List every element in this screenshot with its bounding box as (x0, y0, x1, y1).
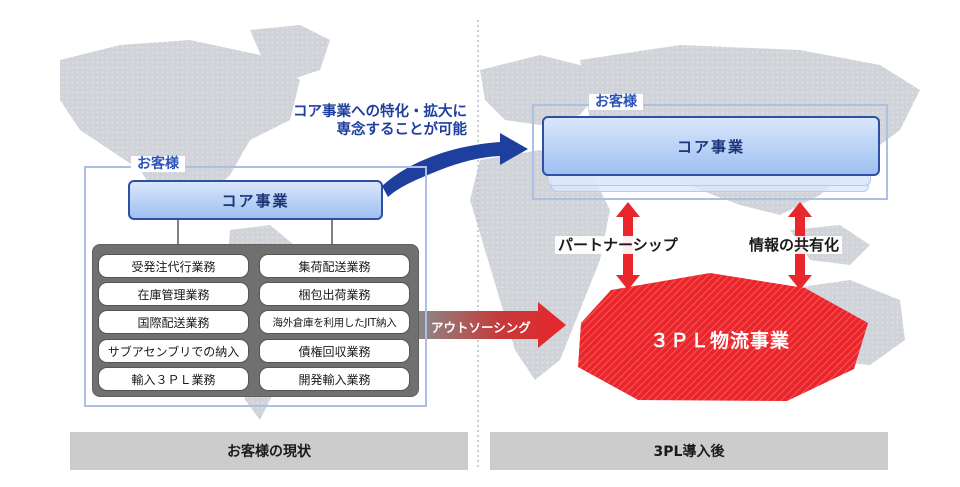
outsourcing-arrow (418, 302, 566, 348)
operation-item: 開発輸入業務 (259, 367, 410, 391)
after-3pl-footer: 3PL導入後 (490, 432, 888, 470)
info-sharing-label: 情報の共有化 (746, 236, 843, 254)
connector-lines (177, 220, 333, 244)
operation-item: 受発注代行業務 (98, 254, 249, 278)
left-customer-label: お客様 (131, 156, 185, 172)
operation-item: 輸入３ＰＬ業務 (98, 367, 249, 391)
operation-item: サブアセンブリでの納入 (98, 339, 249, 363)
operation-item: 在庫管理業務 (98, 282, 249, 306)
operation-item: 海外倉庫を利用したJIT納入 (259, 310, 410, 334)
operation-item: 債権回収業務 (259, 339, 410, 363)
caption-line-2: 専念することが可能 (336, 122, 468, 138)
operation-item: 国際配送業務 (98, 310, 249, 334)
operation-item: 集荷配送業務 (259, 254, 410, 278)
tpl-business-label: ３ＰＬ物流事業 (649, 330, 790, 352)
operation-item: 梱包出荷業務 (259, 282, 410, 306)
right-customer-label: お客様 (589, 94, 643, 110)
right-core-business-box: コア事業 (542, 116, 880, 176)
left-customer-frame (84, 166, 427, 407)
specialization-arrow (382, 133, 528, 197)
right-customer-frame (532, 104, 888, 200)
tpl-business-shape (578, 273, 868, 401)
specialization-caption: コア事業への特化・拡大に 専念することが可能 (243, 103, 467, 139)
left-core-business-box: コア事業 (128, 180, 383, 220)
caption-line-1: コア事業への特化・拡大に (293, 104, 467, 120)
current-state-footer: お客様の現状 (70, 432, 468, 470)
outsourcing-label: アウトソーシング (431, 320, 531, 335)
partnership-label: パートナーシップ (555, 236, 681, 254)
